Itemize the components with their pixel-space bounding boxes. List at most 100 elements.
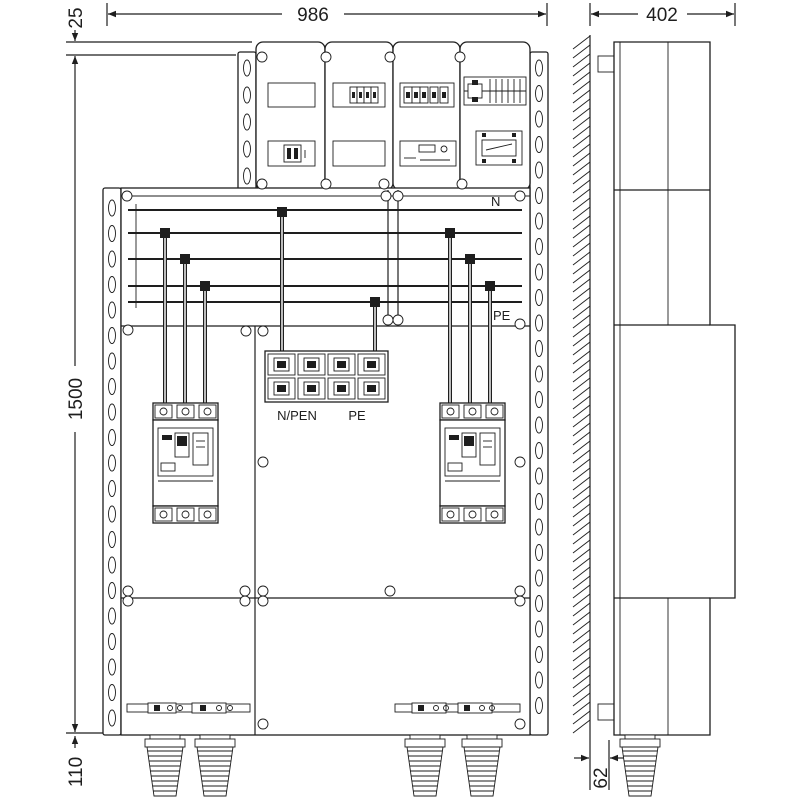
width-dimension-label: 986 bbox=[297, 5, 329, 26]
terminal-screw bbox=[277, 361, 286, 368]
mcb-toggle bbox=[359, 92, 362, 98]
mounting-hole bbox=[257, 595, 269, 607]
fuse-holder-cap bbox=[472, 97, 478, 102]
top-offset-dimension-label: 25 bbox=[66, 7, 87, 28]
terminal-screw bbox=[307, 385, 316, 392]
busbar-neutral-label: N bbox=[491, 194, 500, 209]
rail-slot bbox=[535, 544, 543, 561]
hatch-line bbox=[572, 170, 591, 185]
breaker-terminal-screw bbox=[203, 510, 212, 519]
breaker-terminal bbox=[198, 404, 217, 419]
hatch-line bbox=[572, 224, 591, 239]
hatch-line bbox=[572, 287, 591, 302]
breaker-terminal bbox=[463, 404, 482, 419]
rail-slot bbox=[108, 276, 116, 293]
hatch-line bbox=[572, 449, 591, 464]
rail-slot bbox=[535, 187, 543, 204]
hatch-line bbox=[572, 296, 591, 311]
cable-gland bbox=[619, 734, 661, 797]
busbar-system: N PE bbox=[128, 194, 522, 323]
breaker-terminal bbox=[463, 507, 482, 522]
rail-slot bbox=[108, 429, 116, 446]
rail-slot bbox=[108, 607, 116, 625]
mounting-hole bbox=[239, 595, 251, 607]
busbar-connection-clamp bbox=[370, 297, 380, 307]
hatch-line bbox=[572, 71, 591, 86]
rail-slot bbox=[108, 352, 116, 370]
hatch-line bbox=[572, 557, 591, 572]
busbar-connection-clamp bbox=[160, 228, 170, 238]
breaker-handle bbox=[464, 436, 474, 446]
terminal-screw bbox=[367, 385, 376, 392]
mounting-hole bbox=[320, 51, 332, 63]
hatch-line bbox=[572, 674, 591, 689]
rail-slot bbox=[535, 314, 543, 332]
hatch-line bbox=[572, 215, 591, 230]
rail-slot bbox=[535, 59, 543, 77]
mounting-hole bbox=[384, 51, 396, 63]
control-device-knob bbox=[440, 145, 448, 153]
busbar-connection-clamp bbox=[277, 207, 287, 217]
rail-slot bbox=[535, 646, 543, 663]
clamp-block bbox=[418, 705, 424, 711]
mounting-hole bbox=[256, 178, 268, 190]
bottom-clearance-dimension-label: 110 bbox=[66, 757, 87, 787]
breaker-test-button bbox=[160, 462, 176, 472]
hatch-line bbox=[572, 638, 591, 653]
hatch-line bbox=[572, 368, 591, 383]
n-pen-pe-terminal-block: N/PEN PE bbox=[264, 350, 389, 423]
rail-slot bbox=[535, 518, 543, 536]
blank-cover-plate bbox=[267, 82, 316, 108]
breaker-terminal bbox=[485, 404, 504, 419]
breaker-terminal-screw bbox=[159, 510, 168, 519]
breaker-terminal-screw bbox=[490, 407, 499, 416]
rail-slot bbox=[243, 140, 251, 158]
rail-slot bbox=[108, 327, 116, 344]
upper-compartment-4 bbox=[459, 41, 531, 191]
hatch-line bbox=[572, 530, 591, 545]
side-view bbox=[597, 41, 736, 736]
mcb-toggle bbox=[414, 92, 418, 98]
din-rail-clamp bbox=[191, 702, 227, 714]
hatch-line bbox=[572, 440, 591, 455]
side-view-enclosure-outline bbox=[613, 41, 736, 736]
gland-seal-cone bbox=[406, 746, 444, 797]
hatch-line bbox=[572, 431, 591, 446]
hatch-line bbox=[572, 314, 591, 329]
breaker-terminal bbox=[441, 507, 460, 522]
circuit-breaker-left bbox=[152, 402, 219, 524]
mounting-hole bbox=[456, 178, 468, 190]
mcb-toggle bbox=[432, 92, 436, 98]
hatch-line bbox=[572, 323, 591, 338]
breaker-terminal bbox=[198, 507, 217, 522]
cable-gland bbox=[144, 734, 186, 797]
mcb-toggle bbox=[366, 92, 369, 98]
mcb-toggle bbox=[373, 92, 376, 98]
clamp-block bbox=[200, 705, 206, 711]
rail-slot bbox=[535, 620, 543, 638]
mounting-hole bbox=[257, 718, 269, 730]
din-rail-clamp bbox=[457, 702, 493, 714]
breaker-rating-label bbox=[192, 432, 209, 466]
clamp-screw bbox=[177, 705, 183, 711]
breaker-terminal-screw bbox=[490, 510, 499, 519]
power-supply-terminal bbox=[482, 159, 486, 163]
hatch-line bbox=[572, 404, 591, 419]
hatch-line bbox=[572, 260, 591, 275]
upper-compartment-2 bbox=[324, 41, 394, 191]
hatch-line bbox=[572, 134, 591, 149]
hatch-line bbox=[572, 161, 591, 176]
rail-slot bbox=[108, 199, 116, 217]
rail-slot bbox=[243, 113, 251, 131]
fuse-holder bbox=[467, 83, 483, 99]
gland-collar bbox=[624, 734, 656, 740]
gland-nut bbox=[619, 738, 661, 748]
breaker-toggle bbox=[287, 148, 291, 159]
front-view: N PE N/PEN PE bbox=[102, 41, 549, 736]
rail-slot bbox=[108, 658, 116, 676]
gland-collar bbox=[466, 734, 498, 740]
hatch-line bbox=[572, 35, 591, 50]
power-supply-terminal bbox=[482, 133, 486, 137]
rail-slot bbox=[535, 110, 543, 128]
